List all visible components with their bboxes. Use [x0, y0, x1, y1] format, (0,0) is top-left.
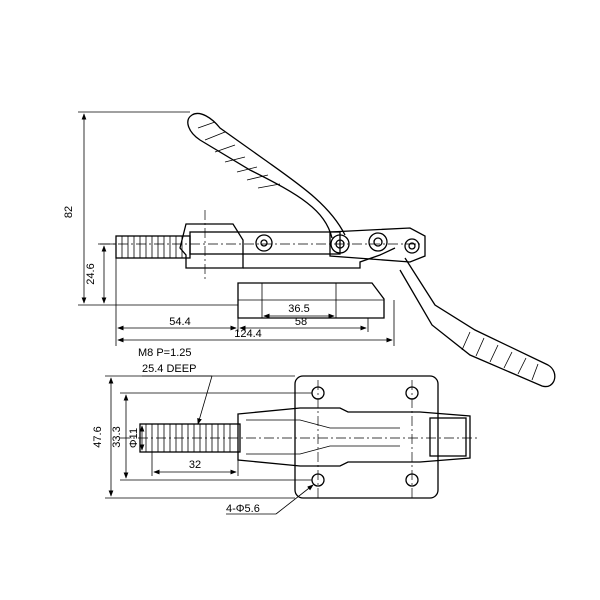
mounting-hole-callout: 4-Φ5.6 — [226, 503, 260, 515]
dim-height-total: 82 — [63, 206, 75, 218]
thread-spec: M8 P=1.25 — [138, 347, 192, 359]
pivot-pin-4 — [404, 238, 420, 254]
dim-hole-spacing: 33.3 — [111, 426, 123, 447]
link-plate — [329, 227, 426, 263]
top-base-plate — [294, 375, 439, 499]
top-body — [237, 407, 471, 467]
top-view: M8 P=1.25 25.4 DEEP 47.6 33.3 Φ11 32 4-Φ… — [92, 347, 480, 515]
thread-depth: 25.4 DEEP — [142, 363, 196, 375]
lower-handle — [399, 257, 556, 388]
dim-length-c: 54.4 — [169, 316, 190, 328]
dim-length-a: 36.5 — [288, 303, 309, 315]
mounting-holes — [311, 386, 419, 487]
plunger-rod — [115, 235, 191, 259]
dim-height-low: 24.6 — [85, 263, 97, 284]
base-plate — [237, 282, 385, 319]
pivot-pin-1 — [255, 234, 273, 252]
pivot-pin-2 — [330, 234, 350, 254]
dim-rod-length: 32 — [189, 459, 201, 471]
top-handle-end — [429, 417, 467, 457]
dim-length-total: 124.4 — [234, 328, 262, 340]
upper-lever — [187, 112, 346, 239]
dim-length-b: 58 — [295, 316, 307, 328]
side-view: 82 24.6 36.5 58 54.4 124.4 — [63, 111, 556, 388]
main-shaft — [189, 231, 341, 255]
dim-width-total: 47.6 — [92, 426, 104, 447]
pivot-pin-3 — [368, 232, 388, 252]
body-block — [179, 223, 244, 269]
dim-rod-diameter: Φ11 — [128, 428, 140, 448]
